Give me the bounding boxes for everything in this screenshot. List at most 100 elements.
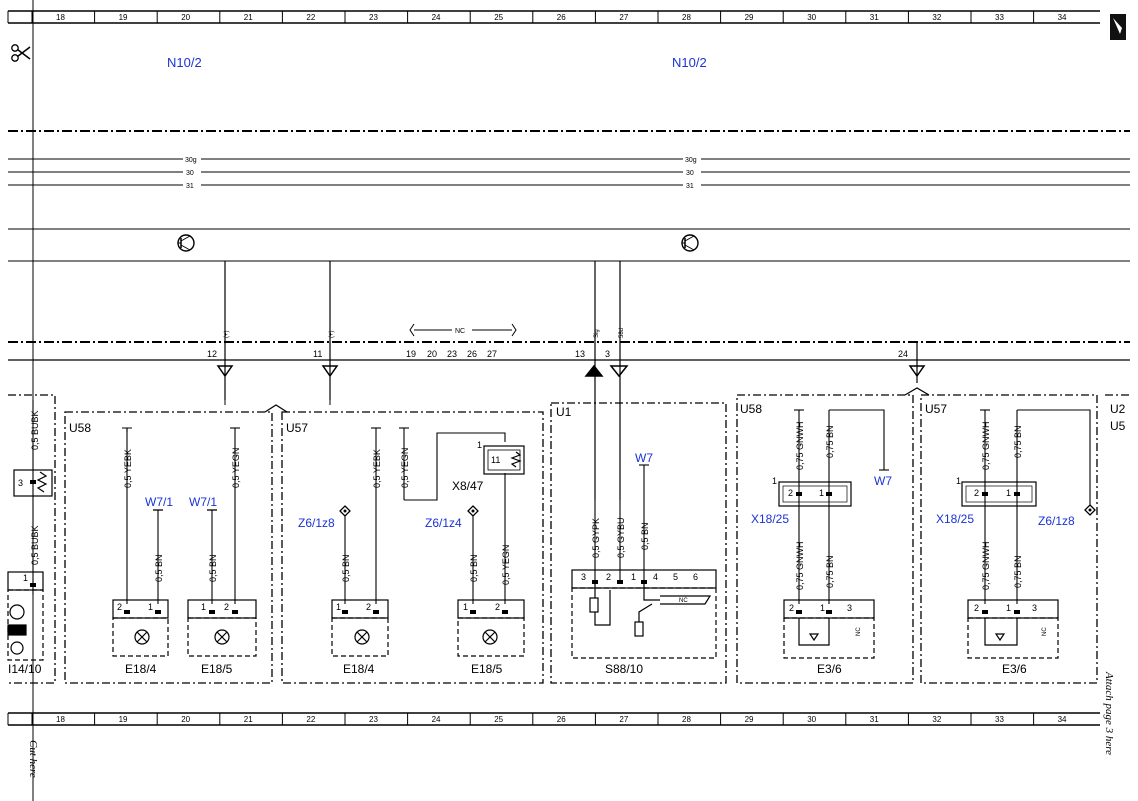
ruler-number: 22 [306,13,315,22]
ruler-number: 19 [119,13,128,22]
lamp-e18-4-right [331,599,389,657]
svg-text:E3/6: E3/6 [817,662,842,676]
ruler-number: 25 [494,715,503,724]
ruler-number: 32 [932,715,941,724]
ruler-number: 31 [870,715,879,724]
group-box-u57-right [920,394,1098,684]
bus-labels: 30g 30 31 30g 30 31 [183,154,701,190]
svg-text:0,5 BN: 0,5 BN [154,554,164,582]
ruler-number: 34 [1058,13,1067,22]
svg-text:0,75 BN: 0,75 BN [1013,555,1023,588]
reference-labels: W7/1 W7/1 Z6/1z8 Z6/1z4 W7 W7 X18/25 X18… [145,451,1075,530]
svg-text:W7/1: W7/1 [145,495,173,509]
svg-text:Z6/1z8: Z6/1z8 [1038,514,1075,528]
svg-text:X18/25: X18/25 [936,512,974,526]
svg-text:1: 1 [1006,603,1011,613]
svg-text:S88/10: S88/10 [605,662,643,676]
svg-text:11: 11 [491,455,500,465]
svg-text:2: 2 [606,572,611,582]
ruler-number: 26 [557,13,566,22]
lamp-e18-5-left [187,599,257,657]
svg-text:0,75 GNWH: 0,75 GNWH [981,421,991,470]
component-labels: E18/4 E18/5 E18/4 E18/5 S88/10 E3/6 E3/6… [8,662,1027,676]
svg-text:31: 31 [686,183,694,190]
svg-text:U58: U58 [740,402,762,416]
svg-text:W7: W7 [874,474,892,488]
svg-text:2: 2 [789,603,794,613]
resistor-x8-47 [483,445,525,475]
svg-text:0,5 BN: 0,5 BN [469,554,479,582]
svg-text:U2: U2 [1110,402,1126,416]
svg-text:2: 2 [495,602,500,612]
svg-text:0,5 BN: 0,5 BN [640,522,650,550]
group-box-far-left [8,394,56,684]
ruler-number: 18 [56,715,65,724]
svg-text:2: 2 [224,602,229,612]
nc-small-labels: NC NC NC [679,598,1048,636]
svg-text:31: 31 [186,183,194,190]
group-box-u58-right [736,394,914,684]
ruler-number: 27 [619,715,628,724]
splice-icon [339,504,1096,517]
svg-text:0,75 GNWH: 0,75 GNWH [795,421,805,470]
svg-text:E18/5: E18/5 [201,662,233,676]
svg-text:3: 3 [581,572,586,582]
ruler-number: 25 [494,13,503,22]
group-box-u58-left [64,411,273,684]
svg-text:E18/4: E18/4 [343,662,375,676]
ruler-number: 21 [244,715,253,724]
svg-text:0,75 GNWH: 0,75 GNWH [981,541,991,590]
svg-text:3: 3 [847,603,852,613]
svg-text:27: 27 [487,349,497,359]
svg-text:U57: U57 [925,402,947,416]
ruler-number: 31 [870,13,879,22]
svg-text:20: 20 [427,349,437,359]
svg-text:Sig: Sig [594,329,600,338]
svg-text:13: 13 [575,349,585,359]
svg-text:0,5 BN: 0,5 BN [341,554,351,582]
ruler-number: 30 [807,13,816,22]
svg-text:(+): (+) [329,330,335,338]
ruler-number: 29 [745,13,754,22]
svg-text:NC: NC [679,598,688,604]
svg-text:1: 1 [23,573,28,583]
svg-text:30g: 30g [685,157,697,164]
ruler-number: 19 [119,715,128,724]
module-label-right: N10/2 [672,55,707,70]
svg-text:24: 24 [898,349,908,359]
connector-pins: 12 11 19 20 23 26 27 13 3 24 [207,349,908,359]
ruler-number: 24 [432,13,441,22]
ruler-number: 34 [1058,715,1067,724]
lamp-e18-5-right [457,599,525,657]
svg-text:1: 1 [148,602,153,612]
ruler-number: 30 [807,715,816,724]
attach-here-text: Attach page 3 here [1103,671,1115,755]
svg-text:30g: 30g [185,157,197,164]
svg-text:0,5 GYPK: 0,5 GYPK [591,518,601,558]
svg-text:2: 2 [366,602,371,612]
svg-text:1: 1 [819,488,824,498]
ruler-number: 24 [432,715,441,724]
group-labels: U58 U57 U1 U58 U57 U2 U5 [69,402,1126,435]
sensor-e3-6-right [967,599,1059,659]
svg-text:U58: U58 [69,421,91,435]
svg-text:5: 5 [673,572,678,582]
module-label-left: N10/2 [167,55,202,70]
ruler-number: 29 [745,715,754,724]
svg-text:30: 30 [186,170,194,177]
ruler-number: 21 [244,13,253,22]
svg-text:E3/6: E3/6 [1002,662,1027,676]
svg-text:W7/1: W7/1 [189,495,217,509]
svg-text:1: 1 [201,602,206,612]
svg-text:1: 1 [772,476,777,486]
svg-text:0,5 YEGN: 0,5 YEGN [231,448,241,488]
ruler-number: 28 [682,715,691,724]
svg-text:0,5 YEGN: 0,5 YEGN [400,448,410,488]
svg-text:(+): (+) [224,330,230,338]
svg-text:1: 1 [336,602,341,612]
svg-text:23: 23 [447,349,457,359]
ruler-number: 32 [932,13,941,22]
svg-text:2: 2 [974,488,979,498]
